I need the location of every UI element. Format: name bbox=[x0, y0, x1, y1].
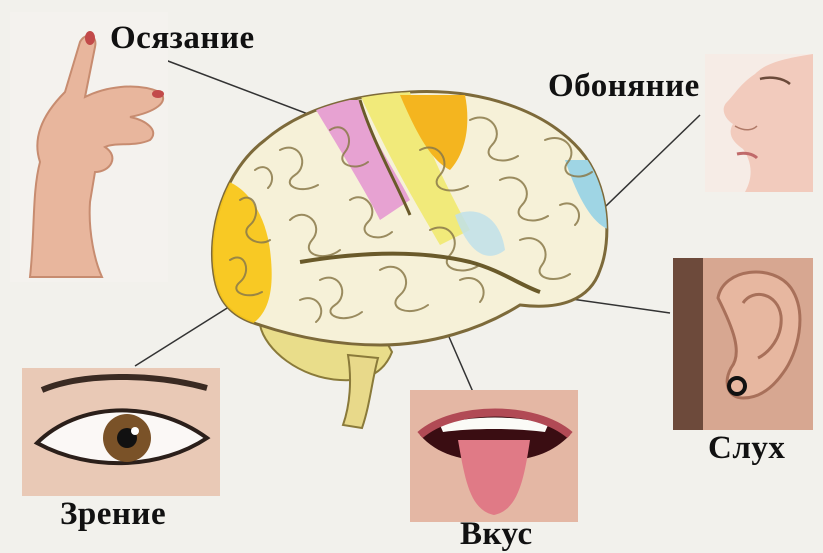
label-taste: Вкус bbox=[460, 516, 533, 553]
label-smell: Обоняние bbox=[548, 68, 700, 105]
eye-image bbox=[22, 368, 220, 496]
label-hearing: Слух bbox=[708, 430, 785, 467]
label-touch: Осязание bbox=[110, 20, 255, 57]
mouth-image bbox=[410, 390, 578, 522]
ear-image bbox=[673, 258, 813, 430]
nose-image bbox=[705, 54, 813, 192]
label-sight: Зрение bbox=[60, 496, 166, 533]
